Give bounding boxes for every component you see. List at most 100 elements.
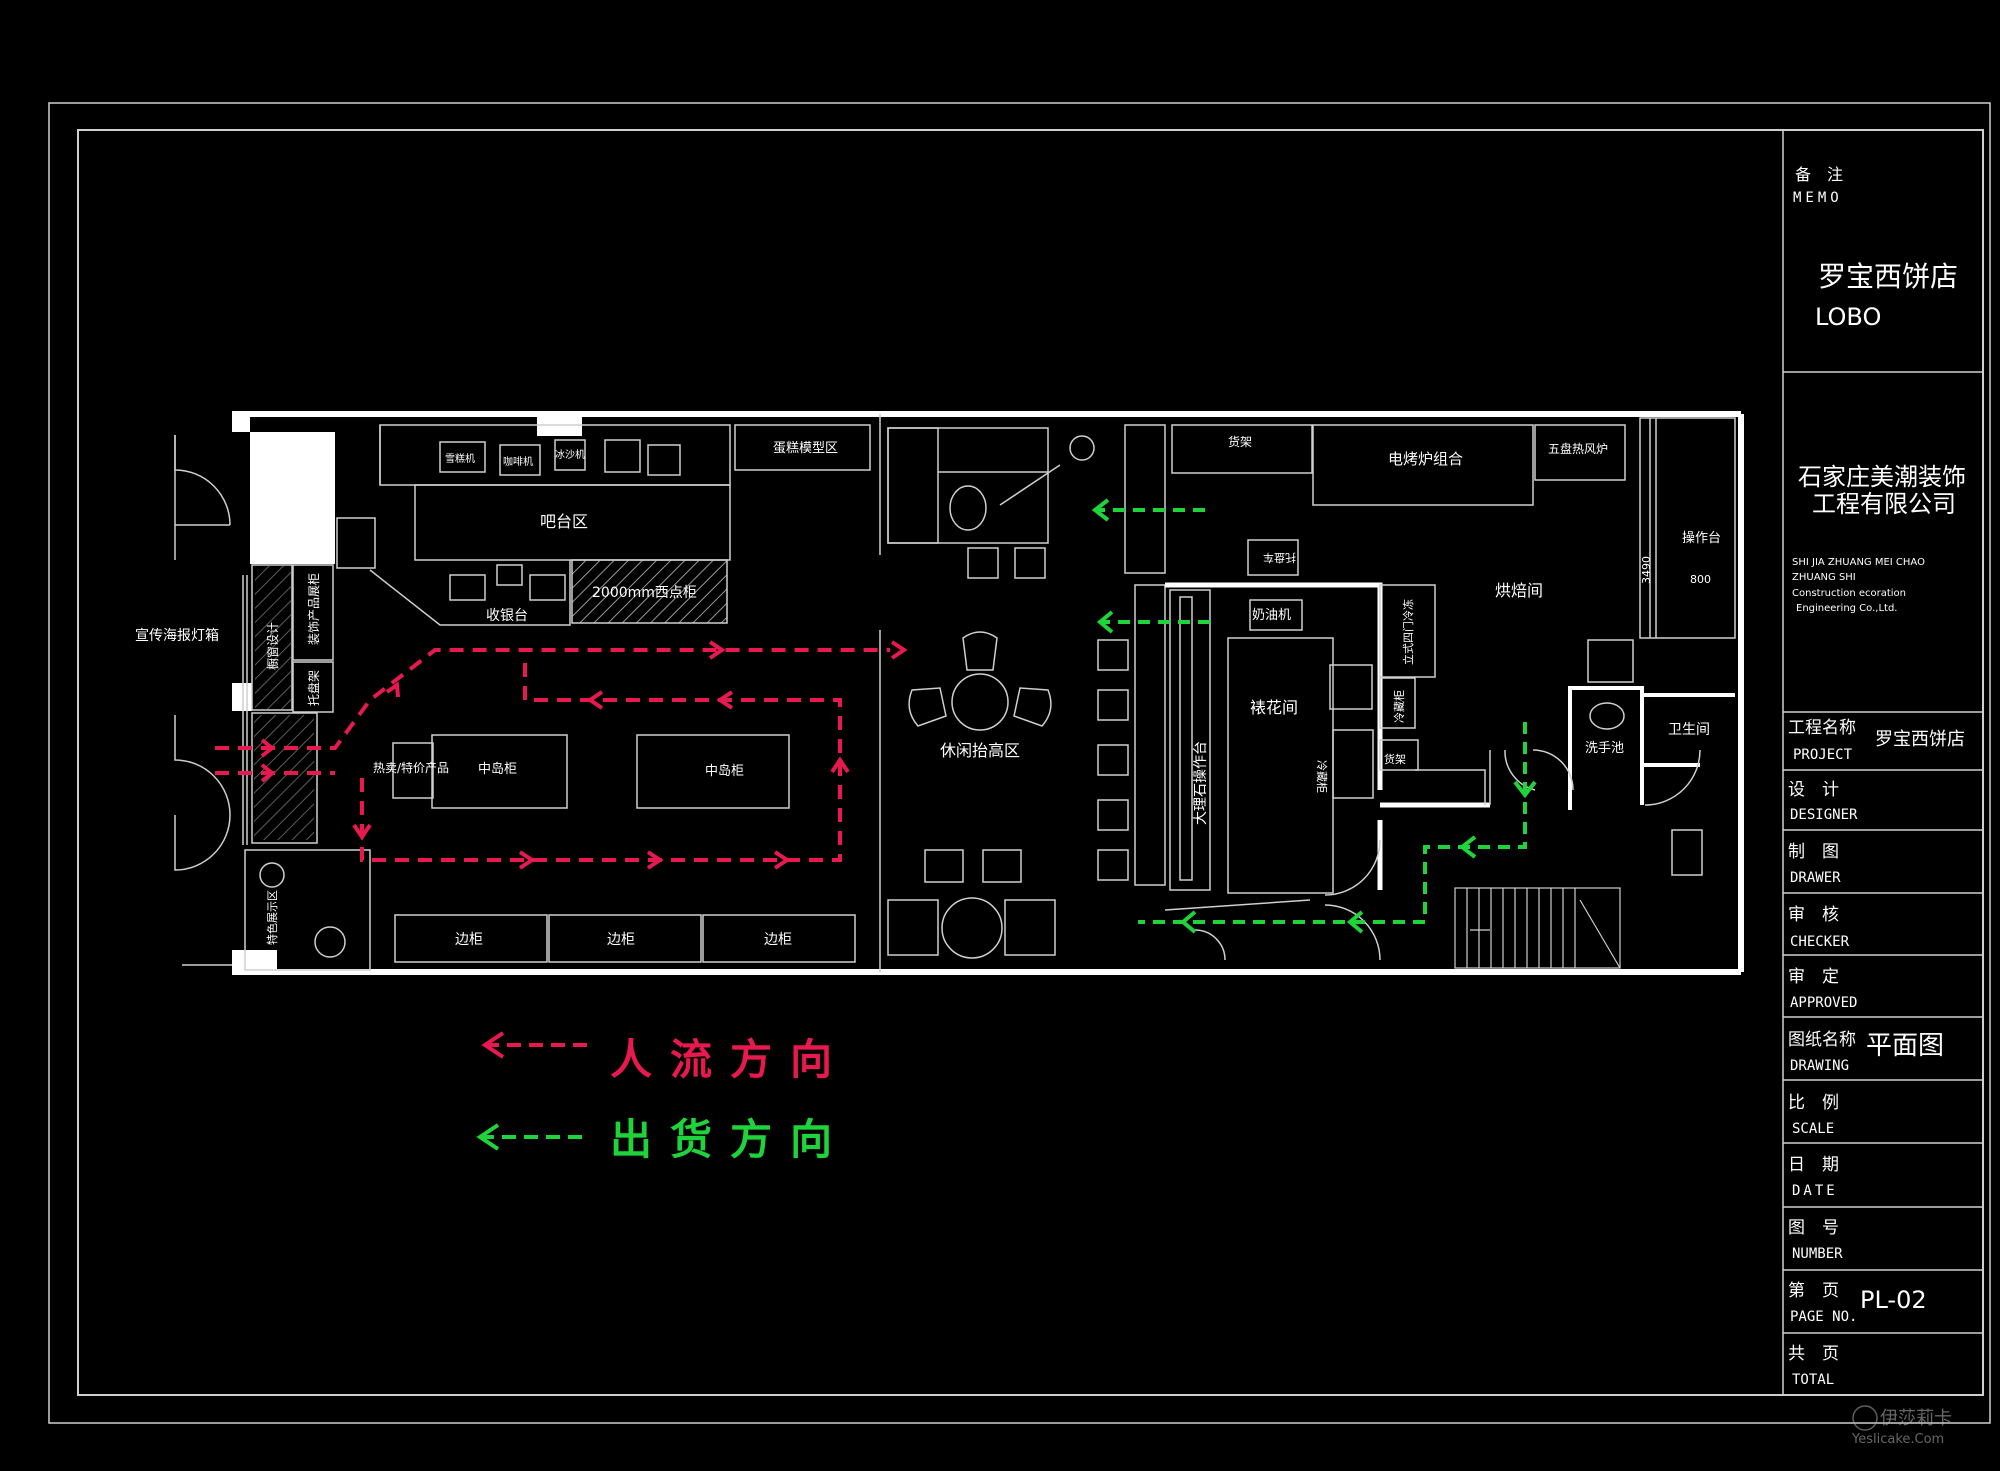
number-label-cn: 图 号 [1788, 1218, 1839, 1238]
label-lounge: 休闲抬高区 [940, 741, 1020, 760]
label-cream-machine: 奶油机 [1252, 608, 1291, 623]
side-cabinet-2 [548, 914, 702, 963]
scale-label-en: SCALE [1792, 1121, 1834, 1137]
bar-area [369, 424, 871, 626]
label-coffee: 咖啡机 [503, 455, 533, 468]
company-en-3: Construction ecoration [1792, 588, 1906, 599]
feature-display [244, 849, 371, 971]
drawer-label-cn: 制 图 [1788, 842, 1839, 862]
label-ice-machine: 冰沙机 [555, 448, 585, 461]
drawing-label-cn: 图纸名称 [1788, 1030, 1856, 1050]
label-freezer-2: 冷藏柜 [1315, 760, 1328, 793]
legend-people: 人流方向 [481, 1031, 850, 1084]
designer-label-en: DESIGNER [1790, 807, 1858, 823]
legend-goods-label: 出货方向 [610, 1115, 850, 1164]
shop-name-cn: 罗宝西饼店 [1818, 260, 1958, 293]
label-baking-room: 烘焙间 [1495, 581, 1543, 600]
checker-label-en: CHECKER [1790, 934, 1850, 950]
label-shelf-top: 货架 [1228, 434, 1252, 449]
hot-sale-stand [392, 742, 434, 799]
watermark-en: Yeslicake.Com [1851, 1432, 1944, 1447]
legend: 人流方向 出货方向 [476, 1031, 850, 1164]
number-label-en: NUMBER [1792, 1246, 1843, 1262]
label-dim-3490: 3490 [1640, 556, 1653, 584]
mat-hatch [254, 715, 314, 840]
project-value: 罗宝西饼店 [1875, 729, 1965, 750]
column-top-left [232, 414, 250, 432]
inner-frame [77, 129, 1984, 1396]
label-bar: 吧台区 [540, 512, 588, 531]
label-window-display: 橱窗设计 [266, 622, 280, 670]
memo-cn: 备 注 [1795, 165, 1843, 184]
legend-goods: 出货方向 [476, 1115, 850, 1164]
drawing-label-en: DRAWING [1790, 1058, 1849, 1074]
label-hot-sale: 热卖/特价产品 [373, 760, 449, 775]
label-side-2: 边柜 [607, 932, 635, 948]
project-label-en: PROJECT [1793, 747, 1853, 763]
window-hatch [255, 565, 291, 710]
outer-frame [48, 102, 1991, 1424]
label-console: 操作台 [1682, 530, 1721, 546]
entrance-mat [251, 712, 318, 844]
deco-cabinet [292, 564, 334, 661]
label-ice-cream: 雪糕机 [445, 452, 475, 465]
label-tray-rack: 托盘架 [306, 670, 321, 706]
label-shelf-side: 货架 [1384, 752, 1406, 766]
island-cabinet-1 [431, 734, 568, 809]
label-feature-display: 特色展示区 [265, 890, 279, 945]
label-washbasin: 洗手池 [1585, 741, 1624, 756]
bar-stools [1097, 584, 1166, 886]
label-marble-table: 大理石操作台 [1193, 741, 1209, 825]
label-island-1: 中岛柜 [478, 761, 517, 777]
project-label-cn: 工程名称 [1788, 718, 1856, 738]
label-decor-room: 裱花间 [1250, 698, 1298, 717]
date-label-cn: 日 期 [1788, 1155, 1839, 1175]
shop-name-en: LOBO [1815, 303, 1881, 331]
column-bottom-left [232, 950, 277, 975]
goods-flow-arrows [1091, 498, 1537, 934]
page-label-cn: 第 页 [1788, 1281, 1839, 1301]
approved-label-en: APPROVED [1790, 995, 1857, 1011]
page-value: PL-02 [1860, 1286, 1927, 1314]
tray-rack [292, 661, 334, 713]
pastry-cabinet [571, 559, 728, 624]
page-label-en: PAGE NO. [1790, 1309, 1857, 1325]
label-cart: 托盘车 [1263, 551, 1296, 565]
column-mid-left [232, 683, 252, 711]
label-poster: 宣传海报灯箱 [135, 628, 219, 644]
entrance-doors [174, 435, 248, 966]
designer-label-cn: 设 计 [1788, 780, 1839, 800]
toilet-walls [1568, 686, 1735, 810]
stair-box [336, 517, 376, 569]
total-label-cn: 共 页 [1788, 1344, 1839, 1364]
label-side-3: 边柜 [764, 932, 792, 948]
watermark: 伊莎莉卡 Yeslicake.Com [1851, 1405, 1952, 1447]
company-en-1: SHI JIA ZHUANG MEI CHAO [1792, 557, 1925, 568]
label-dim-800: 800 [1690, 573, 1711, 586]
label-side-1: 边柜 [455, 932, 483, 948]
label-fridge-upright: 立式四门冷冻 [1401, 599, 1415, 665]
drawer-label-en: DRAWER [1790, 870, 1841, 886]
goods-flow-path [1095, 508, 1527, 924]
company-cn-1: 石家庄美潮装饰 [1798, 463, 1966, 491]
total-label-en: TOTAL [1792, 1372, 1834, 1388]
date-label-en: DATE [1792, 1183, 1838, 1199]
label-freezer: 冷藏柜 [1393, 690, 1406, 723]
island-cabinet-2 [636, 734, 790, 809]
lounge-furniture [887, 424, 1166, 959]
side-cabinet-1 [394, 914, 548, 963]
label-pastry-cabinet: 2000mm西点柜 [592, 585, 697, 601]
people-flow-arrows [260, 640, 908, 870]
display-plant [259, 862, 285, 888]
memo-en: MEMO [1793, 190, 1843, 206]
checker-label-cn: 审 核 [1788, 905, 1839, 925]
decor-room-walls [1165, 582, 1490, 890]
company-cn-2: 工程有限公司 [1812, 490, 1956, 518]
label-island-2: 中岛柜 [705, 763, 744, 779]
legend-people-label: 人流方向 [610, 1035, 850, 1084]
label-deco-cabinet: 装饰产品展柜 [307, 573, 321, 645]
watermark-logo-icon [1852, 1405, 1878, 1431]
company-en-2: ZHUANG SHI [1792, 572, 1856, 583]
label-cashier: 收银台 [486, 608, 528, 624]
label-toilet: 卫生间 [1668, 722, 1710, 738]
